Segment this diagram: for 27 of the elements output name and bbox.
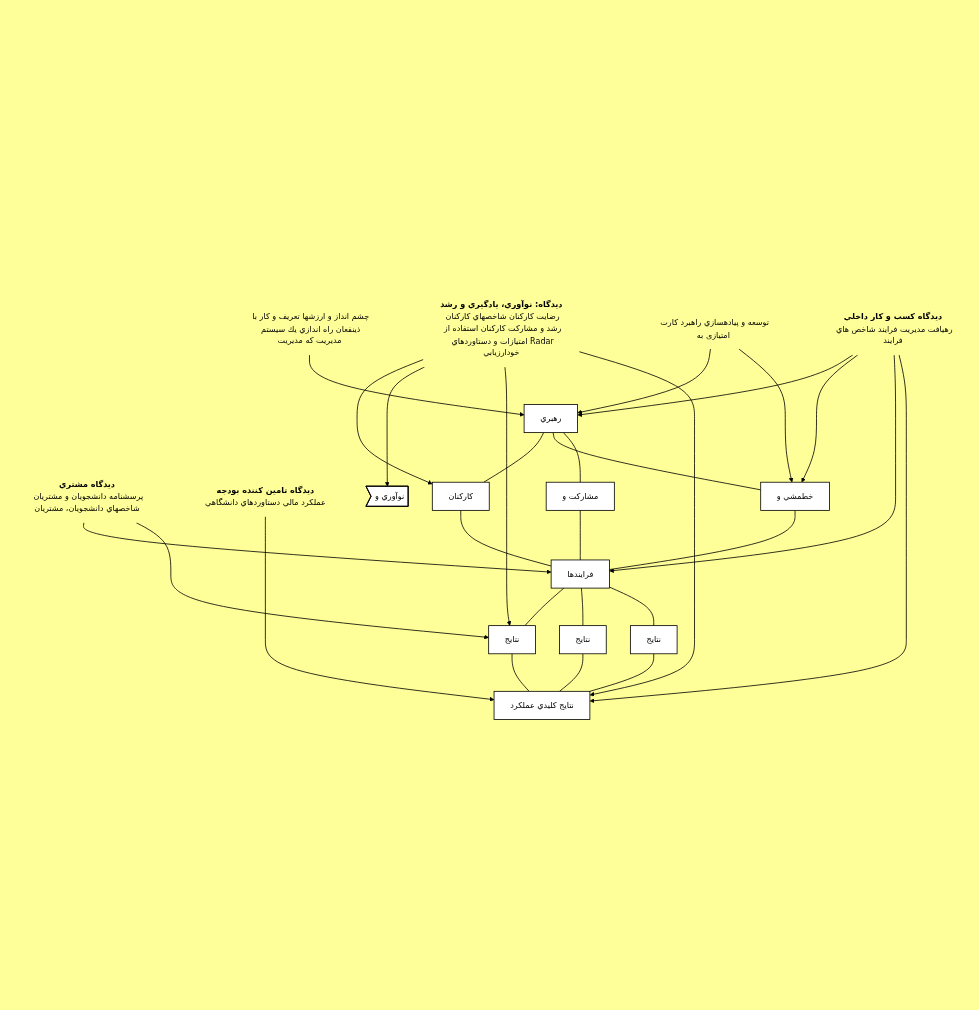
node-box: خطمشي و [759, 481, 830, 511]
node-box: نتايج [558, 625, 607, 655]
node-text: ديدگاه: نوآوري، يادگيري و رشد رضايت كاركنان شاخصهاي كاركنان رشد و مشاركت كاركنان استفاده از Radar امتيازات و دستاوردهاي خودارزيابي [439, 299, 562, 358]
node-box: نتايج كليدي عملكرد [493, 690, 590, 720]
node-text: ديدگاه كسب و كار داخلي رهيافت مديريت فرايند شاخص هاي فرايند [835, 311, 953, 346]
connector [558, 653, 583, 692]
connector [579, 509, 581, 561]
connector [562, 432, 581, 483]
connector [608, 586, 654, 627]
connector [580, 587, 583, 627]
node-box: مشاركت و [545, 481, 615, 511]
node-text: ديدگاه مشتري پرسشنامه دانشجويان و مشتريان شاخصهاي دانشجويان، مشتريان [32, 479, 143, 514]
node-text: توسعه و پيادهسازي راهبرد كارت امتيازى به [659, 317, 769, 340]
node-box: نتايج [487, 625, 536, 655]
node-box: كاركنان [431, 481, 490, 511]
connector [459, 509, 552, 567]
node-text: ديدگاه تامين كننده بودجه عملكرد مالي دستاوردهاي دانشگاهي [204, 485, 326, 508]
node-box: نتايج [629, 625, 677, 655]
node-text: چشم انداز و ارزشها تعريف و كار با ذينفعان راه اندازي يك سيستم مديريت كه مديريت [251, 311, 369, 346]
connector [588, 653, 654, 692]
connector [552, 432, 761, 491]
connector [524, 587, 564, 627]
connector [608, 509, 795, 570]
connector [511, 653, 530, 692]
node-box: فرايندها [550, 559, 610, 589]
connector [482, 432, 544, 483]
node-box: رهبري [523, 404, 578, 433]
